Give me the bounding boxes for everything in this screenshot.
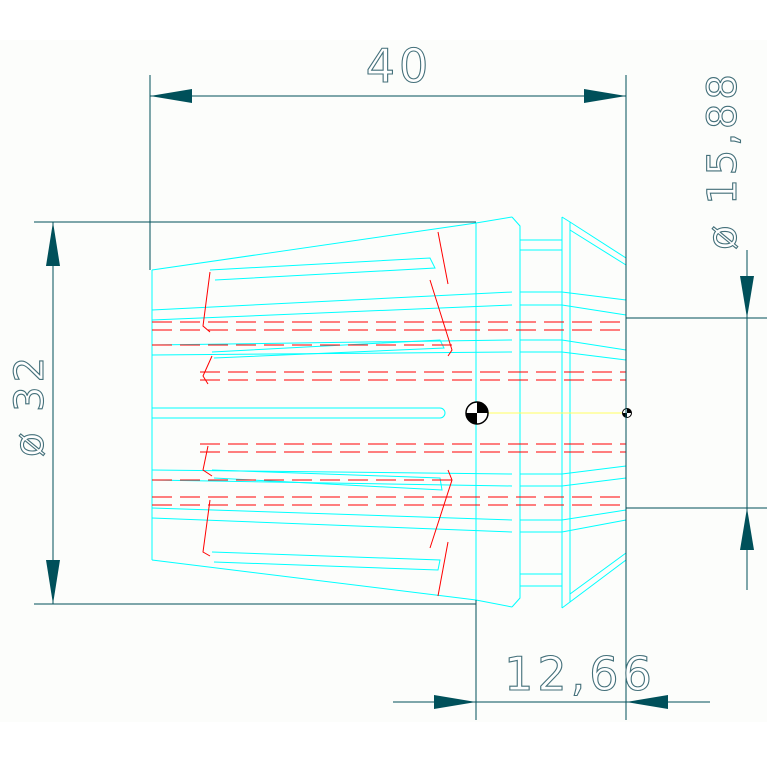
hidden-lines — [152, 321, 626, 506]
axis-end-marker — [622, 408, 632, 418]
outer-diameter-dimension-label: ø 32 — [7, 353, 53, 457]
dimension-bore-diameter — [626, 250, 767, 590]
drawing-sheet — [0, 40, 767, 722]
bore-diameter-dimension-label: ø 15,88 — [700, 70, 746, 250]
nose-length-dimension-label: 12,66 — [504, 647, 656, 701]
origin-marker — [465, 401, 489, 425]
hidden-slot-ends — [202, 231, 453, 597]
dimension-nose-length — [393, 600, 710, 720]
dimension-length — [149, 75, 627, 720]
collet-outline — [151, 216, 627, 609]
dimension-outer-diameter — [34, 221, 476, 605]
length-dimension-label: 40 — [366, 39, 433, 93]
